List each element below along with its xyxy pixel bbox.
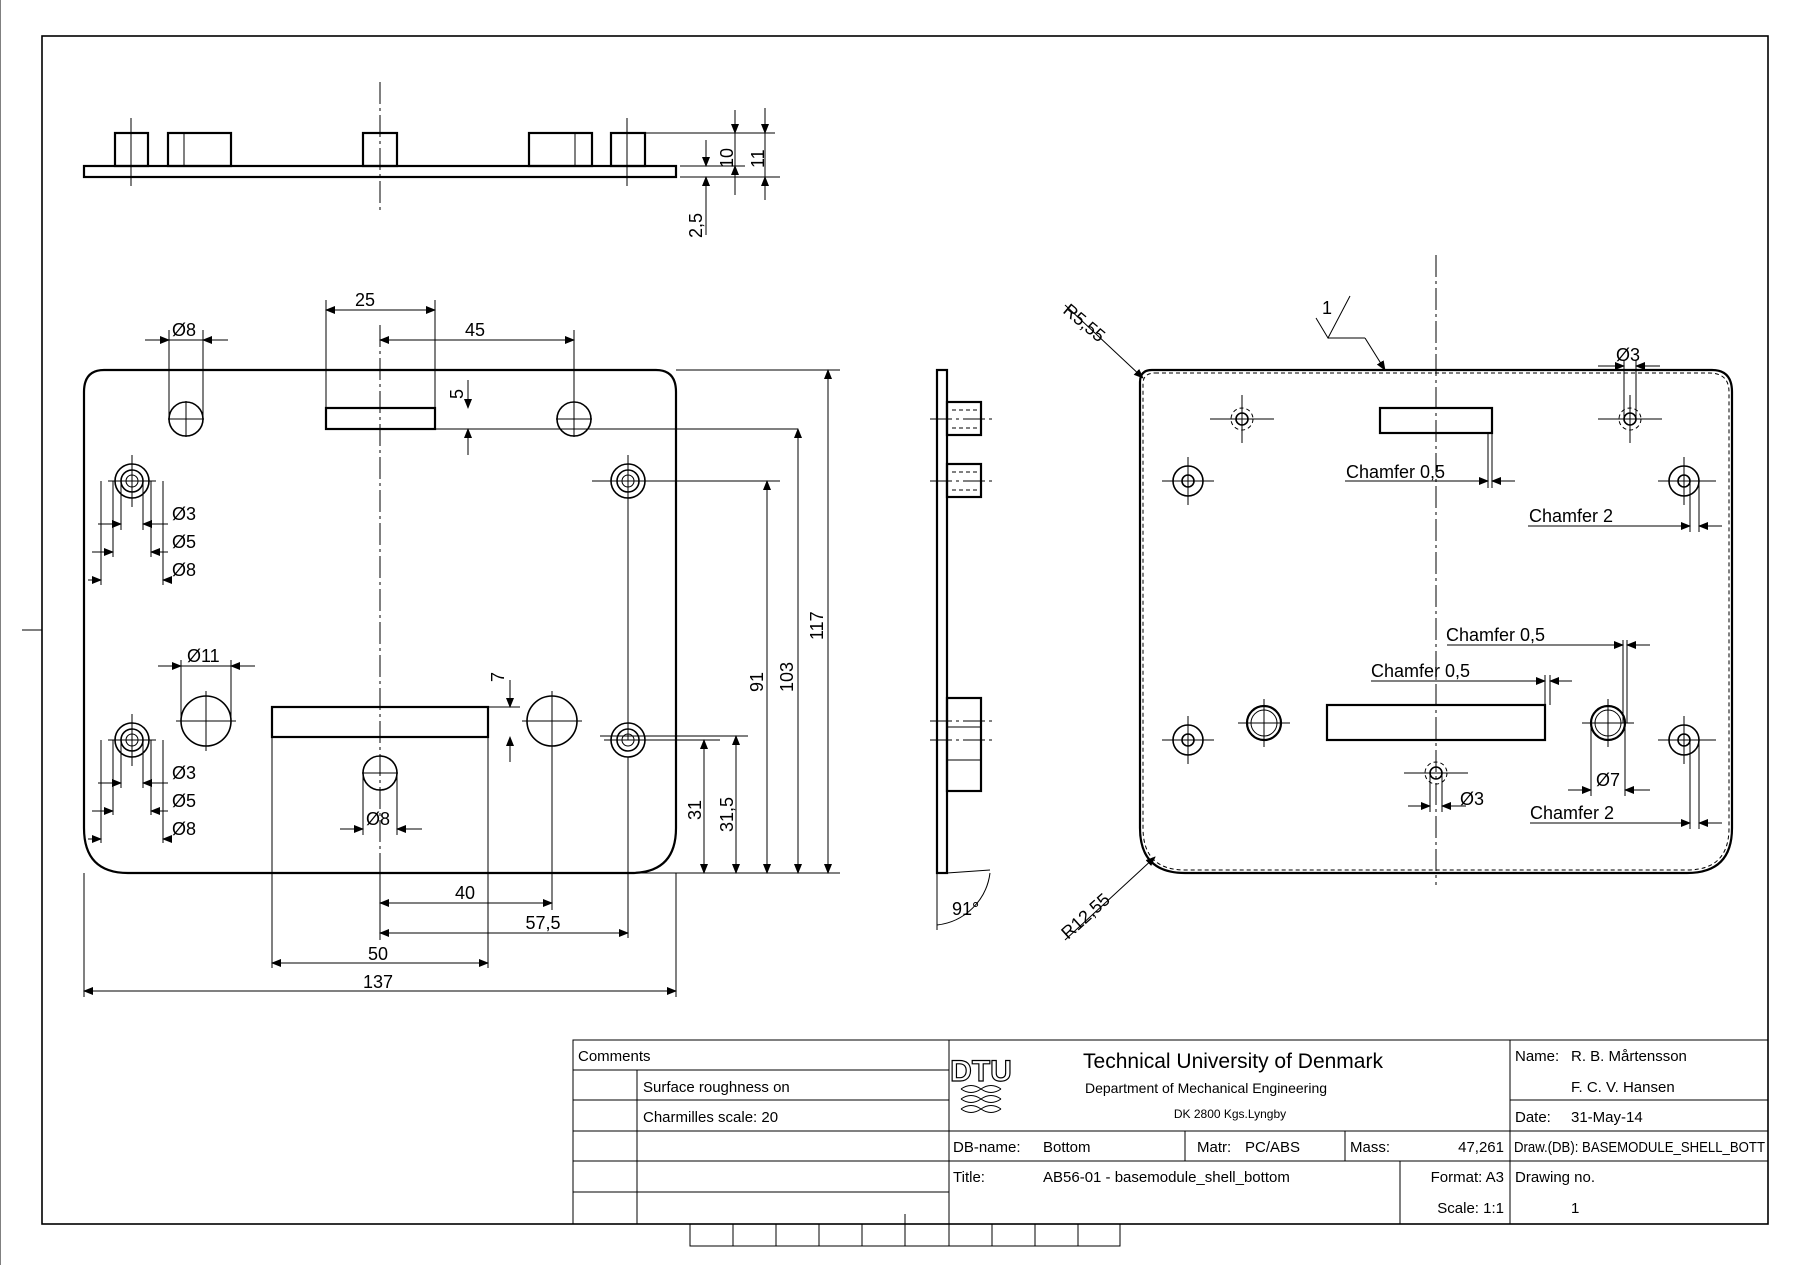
dim-d8c: Ø8	[366, 809, 390, 829]
material-label: Matr:	[1197, 1139, 1231, 1156]
author-name-2: F. C. V. Hansen	[1571, 1079, 1675, 1096]
department-name: Department of Mechanical Engineering	[1085, 1080, 1327, 1096]
dim-d8a: Ø8	[172, 560, 196, 580]
address: DK 2800 Kgs.Lyngby	[1174, 1107, 1286, 1121]
dim-57-5: 57,5	[525, 913, 560, 933]
scale-value: Scale: 1:1	[1437, 1200, 1504, 1217]
dim-31: 31	[685, 800, 705, 820]
dim-r5-55: R5,55	[1059, 300, 1109, 346]
dbname-label: DB-name:	[953, 1139, 1021, 1156]
dtu-logo: DTU	[950, 1054, 1012, 1113]
dim-chamfer-b: Chamfer 2	[1529, 506, 1613, 526]
surface-roughness-value: 1	[1322, 298, 1332, 318]
dim-d8-top: Ø8	[172, 320, 196, 340]
title-value: AB56-01 - basemodule_shell_bottom	[1043, 1169, 1290, 1186]
dim-d7: Ø7	[1596, 770, 1620, 790]
dim-d3-tr: Ø3	[1616, 345, 1640, 365]
dim-25: 25	[355, 290, 375, 310]
comments-label: Comments	[578, 1048, 651, 1065]
dim-chamfer-e: Chamfer 2	[1530, 803, 1614, 823]
comment-line-2: Charmilles scale: 20	[643, 1109, 778, 1126]
top-profile-view: 10 11 2,5	[82, 82, 780, 238]
format-value: Format: A3	[1431, 1169, 1504, 1186]
dim-91: 91	[747, 672, 767, 692]
dim-r12-55: R12,55	[1057, 889, 1114, 943]
dim-50: 50	[368, 944, 388, 964]
svg-text:DTU: DTU	[950, 1055, 1012, 1088]
front-plan-view: 25 45 Ø8 5 Ø3 Ø5 Ø8	[82, 290, 840, 997]
material-value: PC/ABS	[1245, 1139, 1300, 1156]
dim-d3a: Ø3	[172, 504, 196, 524]
dim-d8b: Ø8	[172, 819, 196, 839]
dim-chamfer-a: Chamfer 0,5	[1346, 462, 1445, 482]
title-label: Title:	[953, 1169, 985, 1186]
dim-d5b: Ø5	[172, 791, 196, 811]
dim-d3-bot: Ø3	[1460, 789, 1484, 809]
dim-117: 117	[807, 611, 827, 640]
author-name-1: R. B. Mårtensson	[1571, 1048, 1687, 1065]
title-block: Comments Surface roughness on Charmilles…	[572, 1039, 1769, 1247]
name-label: Name:	[1515, 1048, 1559, 1065]
dbname-value: Bottom	[1043, 1139, 1091, 1156]
dim-d5a: Ø5	[172, 532, 196, 552]
mass-value: 47,261	[1458, 1139, 1504, 1156]
dim-chamfer-d: Chamfer 0,5	[1371, 661, 1470, 681]
dim-7: 7	[488, 672, 508, 682]
dim-d3b: Ø3	[172, 763, 196, 783]
dim-10: 10	[717, 148, 737, 168]
dim-11: 11	[748, 149, 768, 168]
dim-31-5: 31,5	[717, 797, 737, 832]
dim-chamfer-c: Chamfer 0,5	[1446, 625, 1545, 645]
bottom-view: R5,55 1 Ø3 Chamfer 0,5 Chamfer 2	[1057, 255, 1734, 943]
draw-db-value: Draw.(DB): BASEMODULE_SHELL_BOTT	[1514, 1139, 1765, 1156]
date-value: 31-May-14	[1571, 1109, 1643, 1126]
boss-left-bottom	[108, 714, 156, 766]
drawing-no-label: Drawing no.	[1515, 1169, 1595, 1186]
boss-left-top	[108, 455, 156, 507]
dim-137: 137	[363, 972, 393, 992]
dim-91-deg: 91°	[952, 899, 979, 919]
drawing-no-value: 1	[1571, 1200, 1579, 1217]
side-view: 91°	[930, 368, 996, 930]
dim-d11: Ø11	[187, 646, 220, 666]
dim-2-5: 2,5	[686, 213, 706, 238]
dim-45: 45	[465, 320, 485, 340]
dim-103: 103	[777, 662, 797, 692]
comment-line-1: Surface roughness on	[643, 1079, 790, 1096]
university-name: Technical University of Denmark	[1083, 1050, 1383, 1073]
dim-40: 40	[455, 883, 475, 903]
dim-5: 5	[447, 389, 467, 399]
date-label: Date:	[1515, 1109, 1551, 1126]
mass-label: Mass:	[1350, 1139, 1390, 1156]
